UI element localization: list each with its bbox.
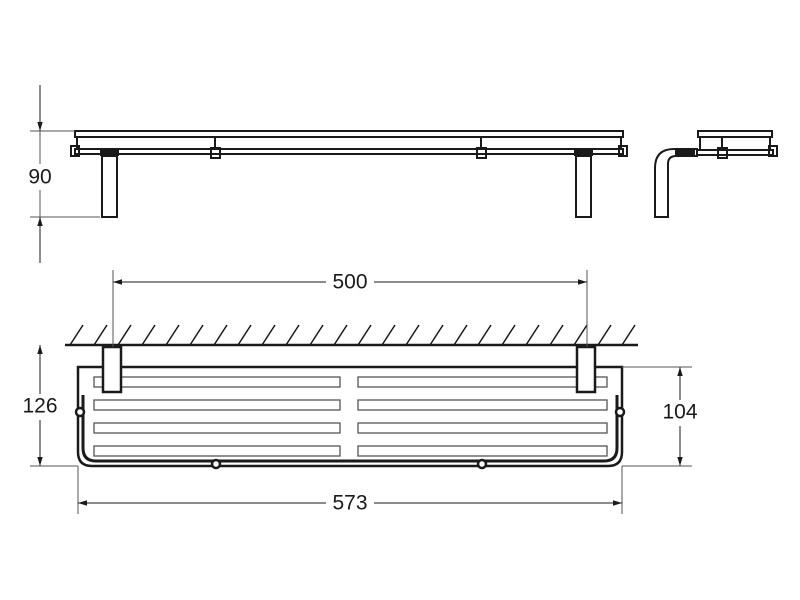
wall-hatch xyxy=(117,324,132,346)
dimension-label-spacing: 500 xyxy=(332,271,367,294)
shelf-slot xyxy=(93,422,341,434)
wall-hatch xyxy=(141,324,156,346)
wall-hatch xyxy=(189,324,204,346)
shelf-slot xyxy=(93,399,341,411)
wall-hatch xyxy=(477,324,492,346)
fixing-left xyxy=(74,406,86,418)
shelf-slot xyxy=(93,376,341,388)
wall-hatch xyxy=(237,324,252,346)
shelf-slot xyxy=(93,445,341,457)
shelf-slot xyxy=(357,399,608,411)
fixing-bottom-1 xyxy=(210,458,222,470)
fixing-bottom-2 xyxy=(476,458,488,470)
wall-hatch xyxy=(573,324,588,346)
shelf-slot xyxy=(357,422,608,434)
dimension-label-height: 90 xyxy=(28,166,51,189)
elevation-view xyxy=(70,130,628,218)
shelf-slots xyxy=(93,376,608,457)
leg-left xyxy=(101,155,118,218)
wall-hatch xyxy=(93,324,108,346)
dimension-label-depth-shelf: 104 xyxy=(662,401,697,424)
wall-hatch xyxy=(597,324,612,346)
wall-hatch xyxy=(333,324,348,346)
shelf-rail xyxy=(81,395,619,463)
wall-hatch xyxy=(501,324,516,346)
end-cap-right xyxy=(618,145,628,157)
wall xyxy=(65,324,638,347)
wall-hatch xyxy=(69,324,84,346)
bracket-left xyxy=(101,345,123,394)
wall-hatch xyxy=(453,324,468,346)
fixing-right xyxy=(614,406,626,418)
leg-right xyxy=(575,155,592,218)
side-bracket xyxy=(654,148,698,218)
wall-hatch xyxy=(261,324,276,346)
shelf-outline xyxy=(76,365,624,468)
wall-hatch xyxy=(285,324,300,346)
wall-hatch xyxy=(357,324,372,346)
wall-hatch xyxy=(309,324,324,346)
plan-view xyxy=(74,345,626,470)
wall-hatch xyxy=(381,324,396,346)
bottom-rail xyxy=(74,148,624,155)
wall-hatch xyxy=(213,324,228,346)
clip-2 xyxy=(476,147,487,159)
dimension-label-depth-total: 126 xyxy=(22,395,57,418)
shelf-slot xyxy=(357,445,608,457)
wall-hatch xyxy=(549,324,564,346)
mount-left xyxy=(100,149,119,156)
side-view xyxy=(654,130,778,218)
wall-hatch xyxy=(405,324,420,346)
end-cap-left xyxy=(70,145,80,157)
wall-hatch xyxy=(525,324,540,346)
bracket-right xyxy=(575,345,597,394)
dimension-label-width: 573 xyxy=(332,492,367,515)
mount-right xyxy=(574,149,593,156)
clip-1 xyxy=(210,147,221,159)
wall-hatch xyxy=(429,324,444,346)
top-rail xyxy=(74,130,624,138)
wall-hatch xyxy=(165,324,180,346)
shelf-slot xyxy=(357,376,608,388)
wall-hatch xyxy=(621,324,636,346)
